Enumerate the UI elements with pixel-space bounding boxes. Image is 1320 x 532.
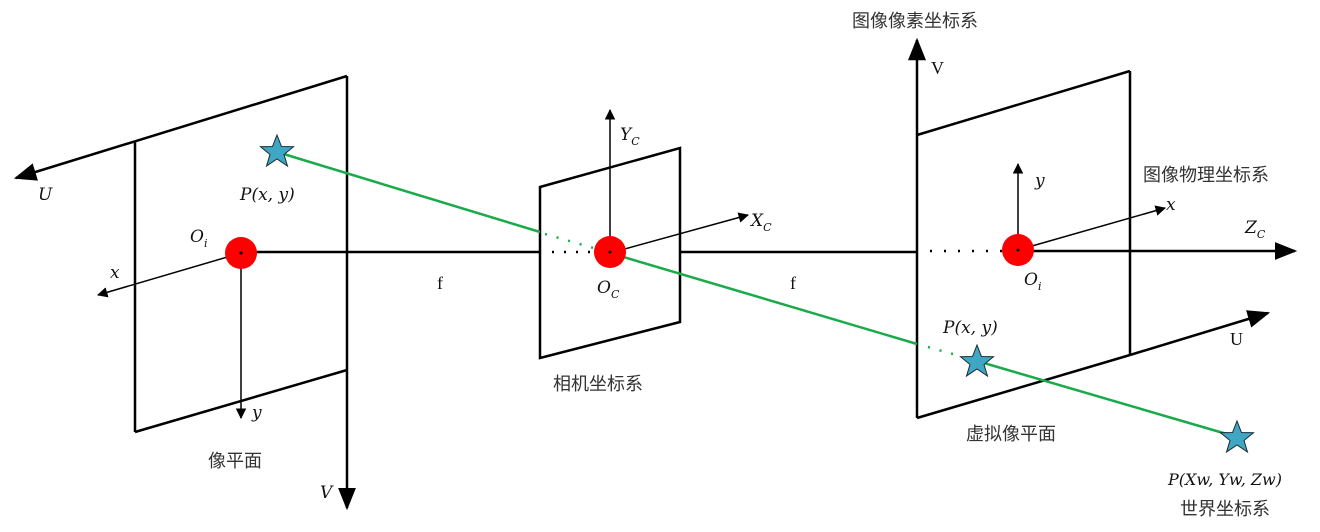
origin-label-right: Oi — [1024, 270, 1041, 293]
Xc-axis — [609, 212, 750, 254]
y-label-right: y — [1034, 171, 1045, 191]
virtual-image-plane — [916, 69, 1132, 420]
Zc-label: ZC — [1244, 218, 1266, 241]
camera-system-title: 相机坐标系 — [553, 374, 643, 395]
U-axis-left — [13, 74, 348, 181]
Xc-label: XC — [749, 211, 772, 234]
image-point-star-icon — [260, 134, 294, 167]
world-point-label: P(Xw, Yw, Zw) — [1167, 470, 1282, 489]
world-point-star-icon — [1220, 420, 1254, 453]
V-label-right: V — [931, 58, 944, 78]
point-label-right: P(x, y) — [942, 318, 998, 338]
virtual-plane-title: 虚拟像平面 — [966, 424, 1056, 445]
x-axis-left — [96, 252, 242, 298]
pixel-system-title: 图像像素坐标系 — [852, 11, 978, 32]
virtual-point-star-icon — [960, 344, 994, 377]
focal-length-left: f — [437, 273, 443, 293]
V-label-left: V — [320, 483, 334, 503]
physical-system-title: 图像物理坐标系 — [1143, 165, 1269, 186]
U-label-right: U — [1230, 329, 1243, 349]
projection-ray — [276, 150, 1238, 439]
Yc-label: YC — [620, 125, 640, 148]
x-label-right: x — [1166, 195, 1176, 215]
focal-length-right: f — [790, 273, 796, 293]
x-axis-right — [1017, 205, 1167, 251]
U-label-left: U — [38, 185, 53, 205]
Oc-label: OC — [597, 278, 620, 301]
y-label-left: y — [251, 403, 262, 423]
origin-label-left: Oi — [190, 227, 207, 250]
world-system-title: 世界坐标系 — [1180, 499, 1270, 520]
point-label-left: P(x, y) — [239, 185, 295, 205]
image-plane-title: 像平面 — [208, 451, 262, 472]
x-label-left: x — [110, 263, 120, 283]
U-axis-right — [1129, 310, 1271, 357]
camera-plane — [538, 146, 682, 360]
